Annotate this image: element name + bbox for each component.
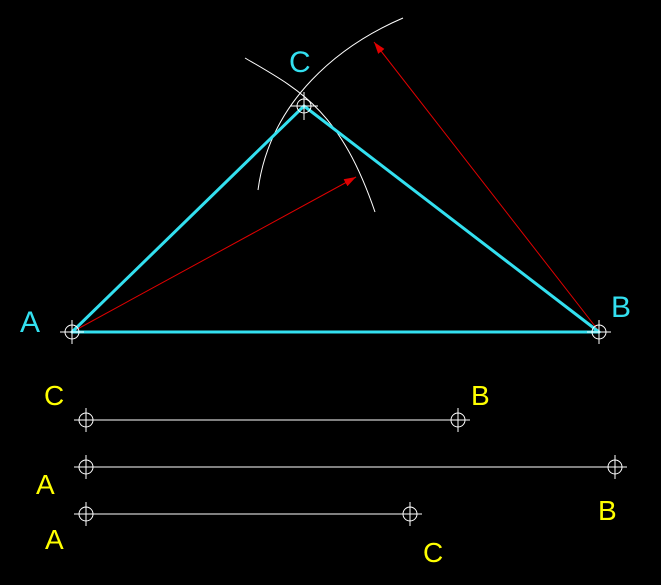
vertex-label-c: C bbox=[289, 46, 311, 79]
triangle-side-ac bbox=[70, 104, 306, 334]
crosshair-circle-icon bbox=[74, 408, 98, 432]
segment-labels: C B A B A C bbox=[36, 380, 617, 568]
crosshair-circle-icon bbox=[446, 408, 470, 432]
segment-ac-start-label: A bbox=[45, 524, 64, 555]
crosshair-circle-icon bbox=[74, 455, 98, 479]
arc-from-b bbox=[257, 17, 404, 191]
triangle bbox=[70, 104, 601, 334]
segment-ab-end-label: B bbox=[598, 495, 617, 526]
vertex-label-b: B bbox=[611, 291, 631, 324]
given-segments bbox=[74, 408, 627, 526]
arc-from-a bbox=[244, 57, 376, 213]
vertex-labels: A B C bbox=[20, 46, 631, 339]
construction-arcs bbox=[244, 17, 404, 213]
crosshair-circle-icon bbox=[398, 502, 422, 526]
crosshair-circle-icon bbox=[290, 92, 318, 120]
crosshair-circle-icon bbox=[60, 320, 84, 344]
crosshair-circle-icon bbox=[603, 455, 627, 479]
radius-arrow-from-b bbox=[373, 41, 599, 331]
vertex-label-a: A bbox=[20, 306, 40, 339]
radius-arrow-from-a bbox=[71, 176, 357, 333]
triangle-side-cb bbox=[302, 104, 601, 334]
crosshair-circle-icon bbox=[587, 320, 611, 344]
segment-ac-end-label: C bbox=[423, 537, 443, 568]
vertex-markers bbox=[60, 92, 611, 344]
segment-cb-start-label: C bbox=[44, 380, 64, 411]
segment-cb-end-label: B bbox=[471, 380, 490, 411]
radius-arrows bbox=[71, 41, 599, 333]
segment-ab-start-label: A bbox=[36, 469, 55, 500]
crosshair-circle-icon bbox=[74, 502, 98, 526]
